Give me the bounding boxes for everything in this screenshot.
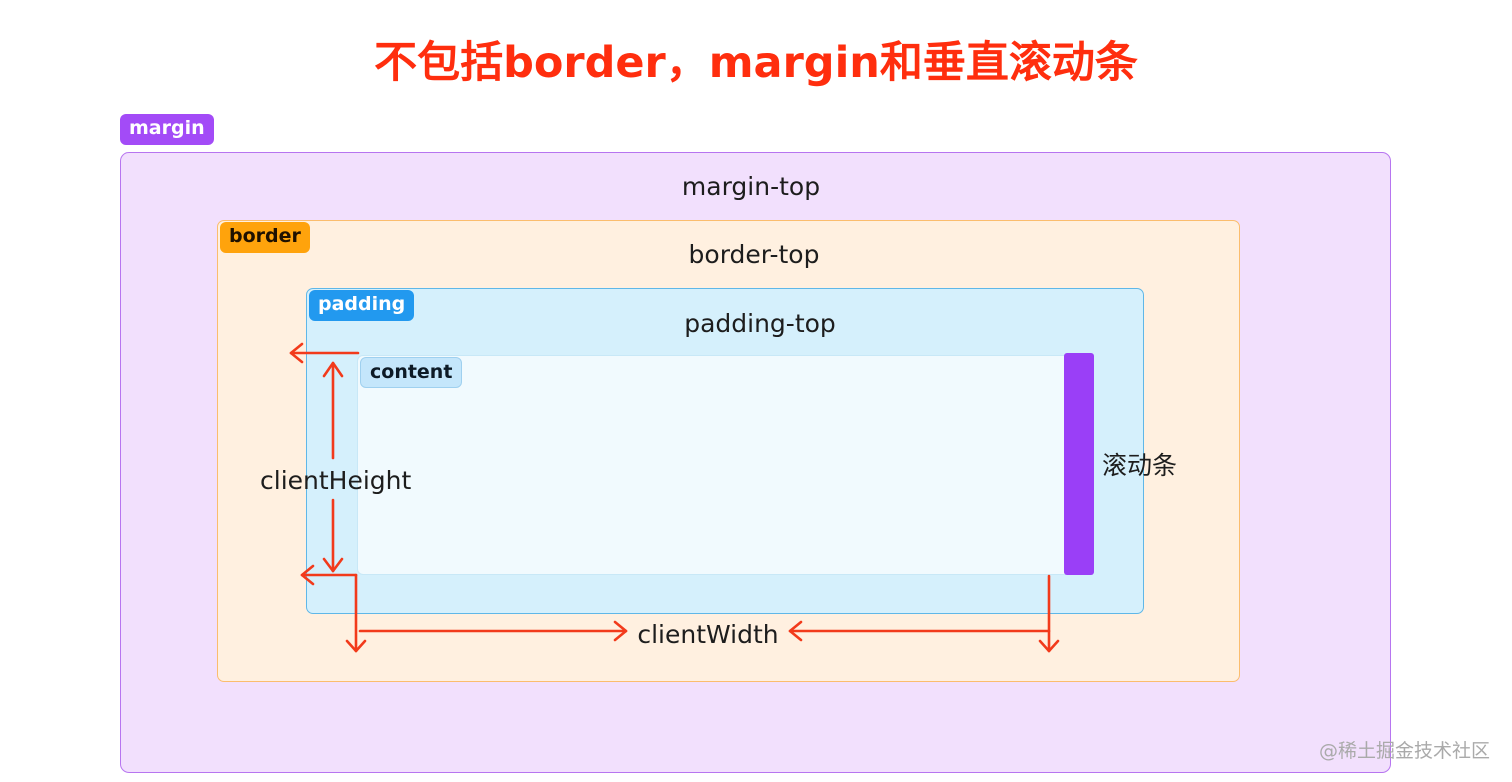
- content-tag: content: [360, 357, 463, 388]
- watermark: @稀土掘金技术社区: [1318, 740, 1490, 762]
- client-width-label: clientWidth: [637, 620, 779, 649]
- margin-tag: margin: [120, 114, 214, 145]
- margin-top-label: margin-top: [681, 172, 821, 201]
- client-width-arrow-right: [358, 620, 628, 642]
- right-drop-arrow: [1038, 574, 1060, 653]
- border-top-label: border-top: [688, 240, 820, 269]
- client-height-arrow-down: [322, 498, 344, 573]
- padding-tag: padding: [309, 290, 415, 321]
- left-drop-arrow: [345, 573, 367, 653]
- diagram-title: 不包括border，margin和垂直滚动条: [374, 38, 1138, 88]
- content-box: [357, 355, 1070, 575]
- bottom-extension-arrow: [300, 564, 358, 586]
- client-width-arrow-left: [788, 620, 1051, 642]
- border-tag: border: [220, 222, 310, 253]
- padding-top-label: padding-top: [684, 309, 836, 338]
- scrollbar-label: 滚动条: [1102, 451, 1178, 480]
- client-height-label: clientHeight: [260, 466, 412, 495]
- vertical-scrollbar: [1064, 353, 1094, 575]
- client-height-arrow-up: [322, 361, 344, 460]
- top-extension-arrow: [289, 342, 360, 364]
